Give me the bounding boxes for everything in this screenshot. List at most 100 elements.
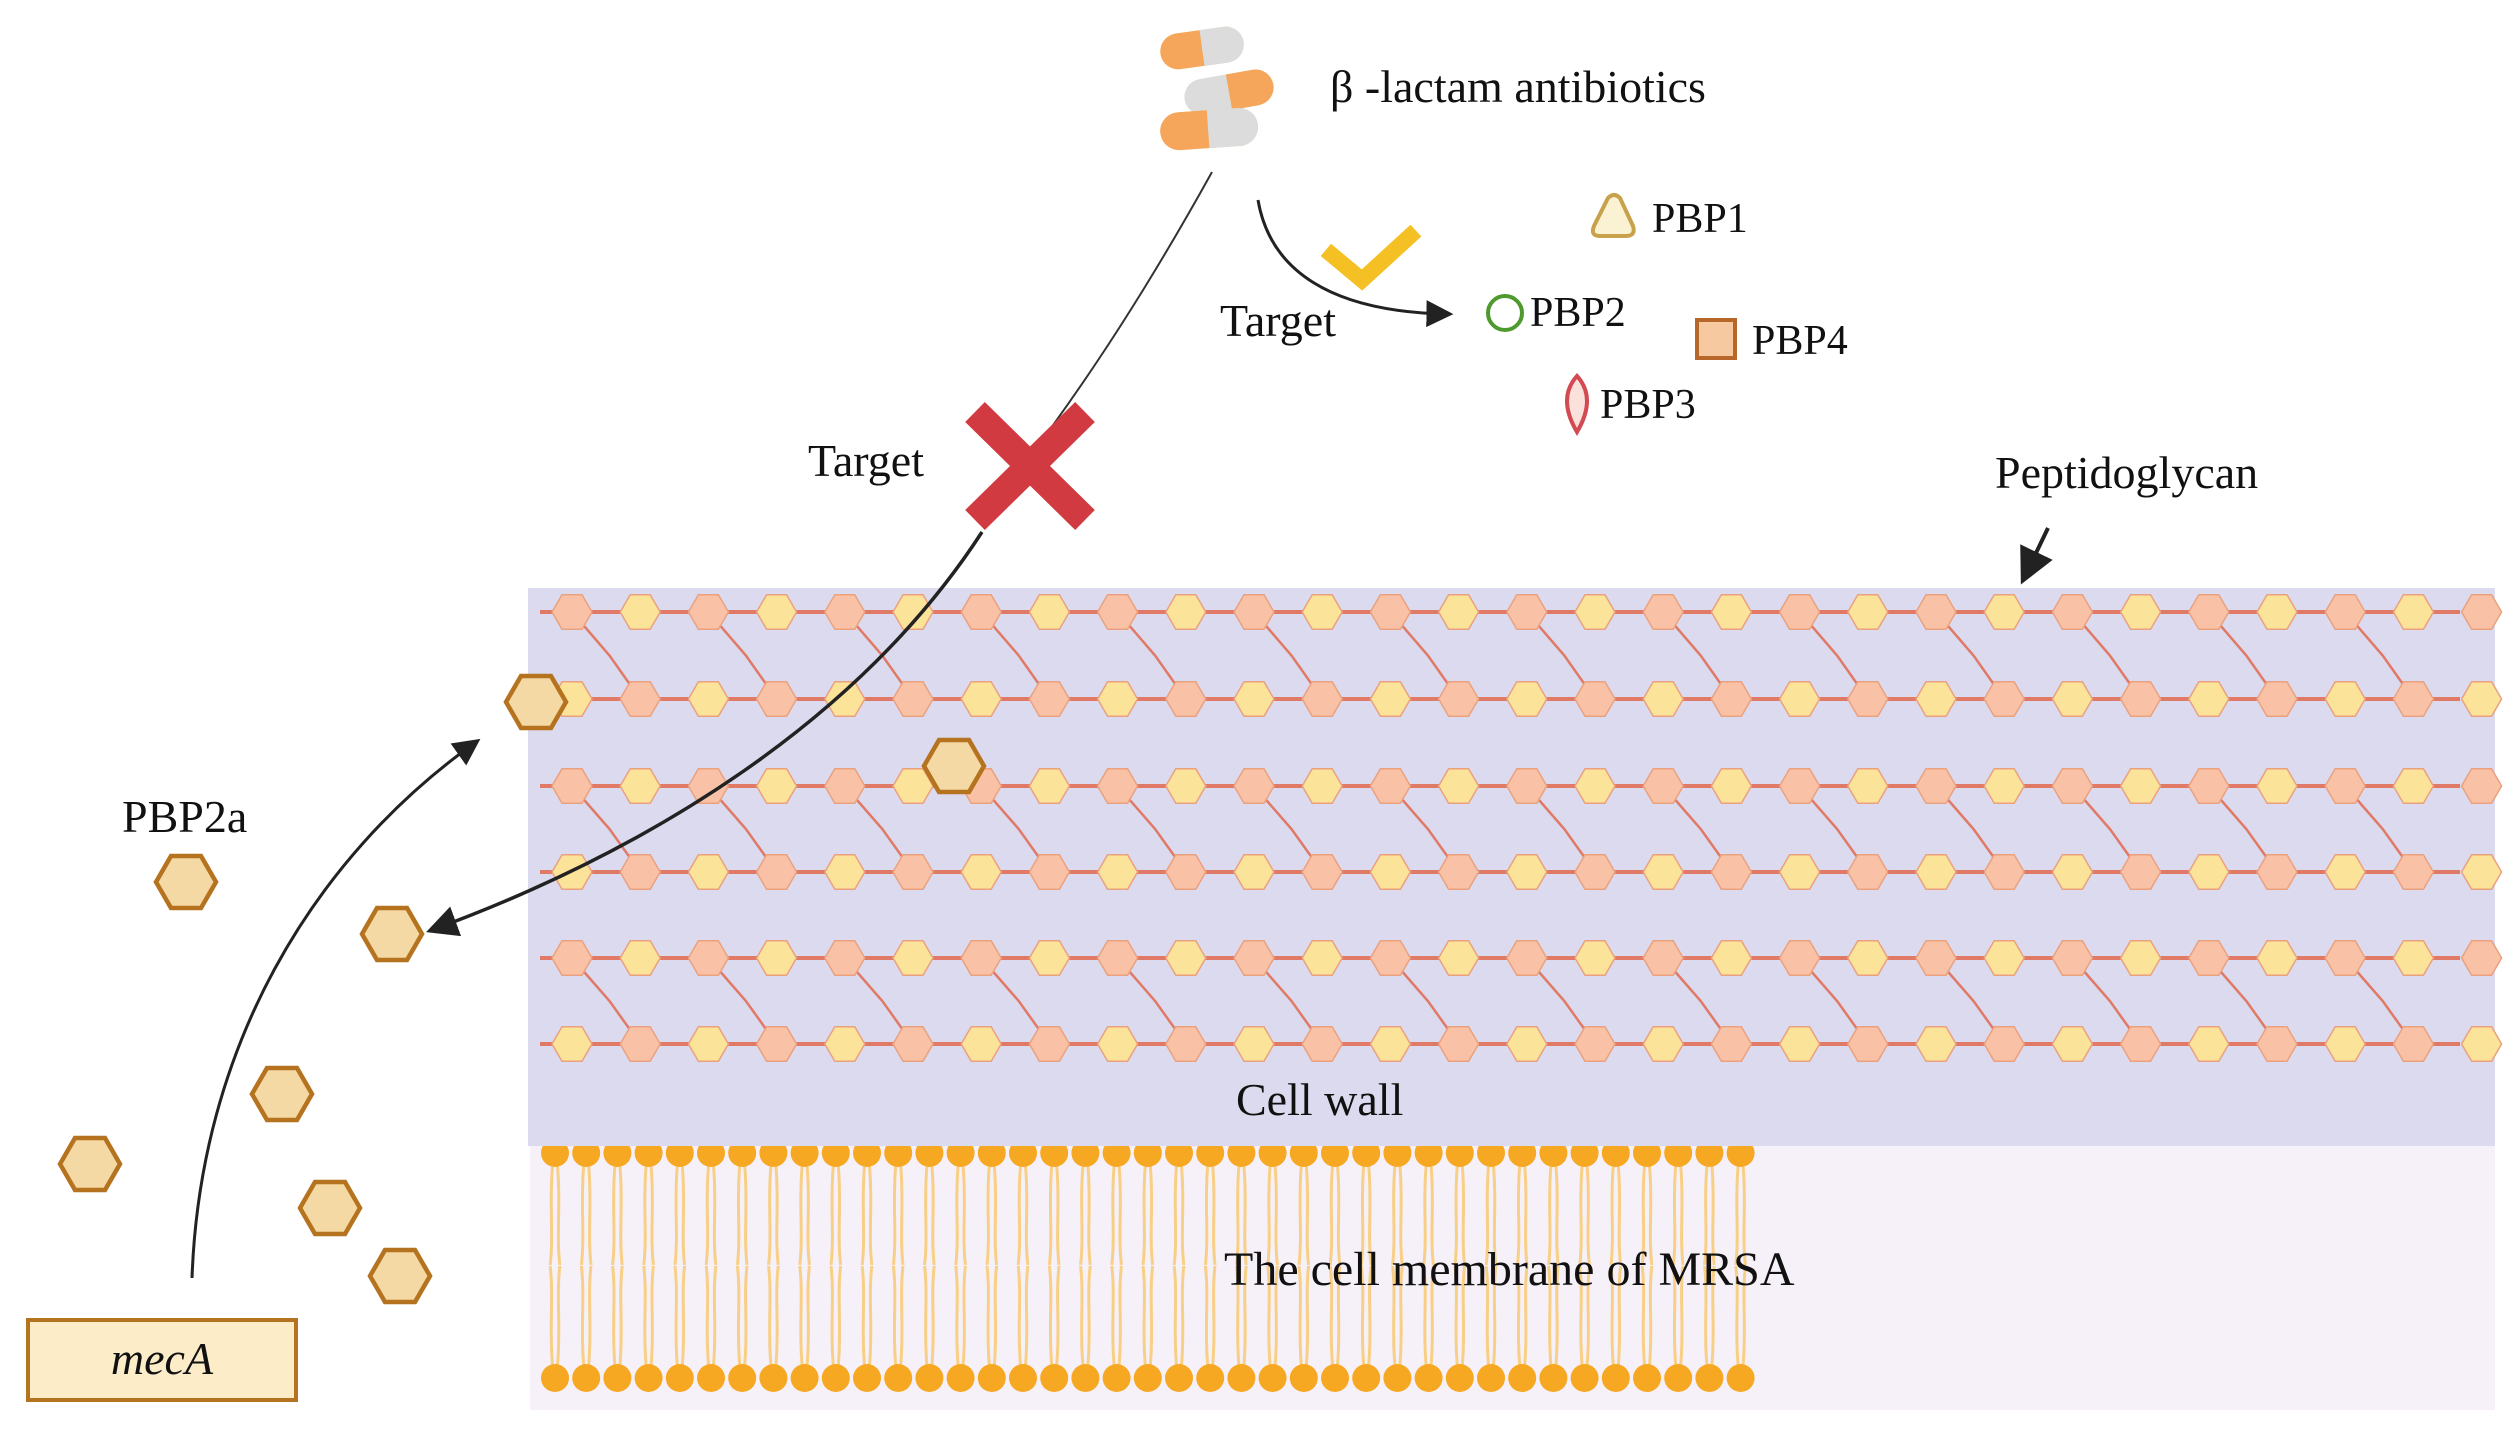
lipid-tail: [1266, 1265, 1272, 1367]
lipid-tail: [1484, 1265, 1491, 1367]
lipid-head: [1477, 1364, 1505, 1392]
lipid-head: [1258, 1364, 1287, 1392]
lipid-tail: [774, 1164, 780, 1266]
lipid-tail: [1647, 1265, 1654, 1367]
sugar-unit: [1437, 767, 1480, 805]
lipid-tail: [961, 1164, 967, 1266]
sugar-unit: [1846, 767, 1889, 805]
sugar-unit: [1642, 939, 1685, 977]
lipid-tail: [735, 1265, 742, 1367]
sugar-unit: [1164, 593, 1207, 631]
lipid-tail: [1547, 1265, 1553, 1367]
lipid-tail: [1023, 1164, 1030, 1266]
lipid-tail: [1235, 1164, 1241, 1266]
lipid-head: [1383, 1364, 1412, 1392]
sugar-unit: [960, 593, 1003, 631]
lipid-tail: [1335, 1164, 1342, 1266]
lipid-tail: [1671, 1164, 1678, 1266]
lipid-tail: [829, 1164, 835, 1266]
sugar-unit: [755, 1025, 798, 1063]
sugar-unit: [1096, 1025, 1139, 1063]
lipid-tail: [642, 1265, 648, 1367]
sugar-unit: [2119, 767, 2162, 805]
lipid-head: [728, 1364, 757, 1392]
sugar-unit: [1301, 680, 1344, 718]
lipid-tail: [1484, 1164, 1491, 1266]
sugar-unit: [2187, 853, 2230, 891]
sugar-unit: [1164, 939, 1207, 977]
sugar-unit: [2187, 1025, 2230, 1063]
sugar-unit: [823, 767, 866, 805]
lipid-tail: [1086, 1164, 1092, 1266]
lipid-tail: [1141, 1265, 1147, 1367]
sugar-unit: [2392, 767, 2435, 805]
sugar-unit: [2187, 939, 2230, 977]
lipid-head: [915, 1364, 944, 1392]
sugar-unit: [1983, 593, 2026, 631]
lipid-head: [1289, 1364, 1318, 1392]
lipid-tail: [1391, 1164, 1397, 1266]
lipid-tail: [1578, 1164, 1584, 1266]
sugar-unit: [755, 593, 798, 631]
lipid-tail: [579, 1265, 586, 1367]
lipid-tail: [899, 1265, 905, 1367]
lipid-tail: [1679, 1164, 1685, 1266]
sugar-unit: [1778, 1025, 1821, 1063]
lipid-tail: [1391, 1265, 1397, 1367]
sugar-unit: [1301, 767, 1344, 805]
pbp2a-hexagon-icon: [359, 905, 425, 963]
lipid-head: [1009, 1364, 1037, 1392]
lipid-tail: [1515, 1265, 1522, 1367]
lipid-tail: [1016, 1265, 1023, 1367]
sugar-unit: [619, 939, 662, 977]
sugar-unit: [1915, 853, 1957, 891]
sugar-unit: [1233, 1025, 1275, 1063]
sugar-unit: [1505, 853, 1548, 891]
sugar-unit: [1915, 767, 1957, 805]
lipid-tail: [798, 1164, 804, 1266]
sugar-unit: [1983, 939, 2026, 977]
sugar-unit: [1983, 680, 2026, 718]
lipid-tail: [836, 1164, 843, 1266]
sugar-unit: [1301, 1025, 1344, 1063]
lipid-tail: [961, 1265, 967, 1367]
sugar-unit: [1710, 680, 1753, 718]
sugar-unit: [1369, 939, 1412, 977]
sugar-unit: [1369, 853, 1412, 891]
sugar-unit: [2119, 680, 2162, 718]
cell-membrane-label: The cell membrane of MRSA: [1224, 1243, 1795, 1296]
sugar-unit: [1778, 767, 1821, 805]
lipid-tail: [704, 1164, 711, 1266]
sugar-unit: [2324, 680, 2367, 718]
sugar-unit: [1915, 939, 1957, 977]
lipid-tail: [1460, 1164, 1467, 1266]
lipid-tail: [891, 1265, 898, 1367]
sugar-unit: [1915, 593, 1957, 631]
lipid-tail: [1148, 1265, 1155, 1367]
lipid-tail: [1741, 1265, 1747, 1367]
peptidoglycan-label: Peptidoglycan: [1995, 447, 2258, 498]
lipid-tail: [1242, 1265, 1248, 1367]
lipid-tail: [1203, 1265, 1210, 1367]
lipid-tail: [1297, 1164, 1303, 1266]
lipid-tail: [1453, 1265, 1459, 1367]
pbp2a-hexagon-icon: [57, 1135, 123, 1193]
lipid-tail: [579, 1164, 586, 1266]
sugar-unit: [892, 680, 934, 718]
lipid-tail: [1422, 1164, 1428, 1266]
sugar-unit: [2119, 939, 2162, 977]
capsule-icon: [1160, 26, 1274, 151]
sugar-unit: [1369, 680, 1412, 718]
pbp2a-hexagon-icon: [921, 737, 987, 795]
sugar-unit: [1505, 593, 1548, 631]
sugar-unit: [1846, 853, 1889, 891]
sugar-unit: [1915, 680, 1957, 718]
lipid-tail: [1235, 1265, 1241, 1367]
lipid-head: [1133, 1364, 1162, 1392]
lipid-tail: [1460, 1265, 1467, 1367]
sugar-unit: [823, 1025, 866, 1063]
sugar-unit: [2324, 1025, 2367, 1063]
sugar-unit: [1642, 1025, 1685, 1063]
lipid-tail: [1671, 1265, 1678, 1367]
sugar-unit: [1096, 767, 1139, 805]
